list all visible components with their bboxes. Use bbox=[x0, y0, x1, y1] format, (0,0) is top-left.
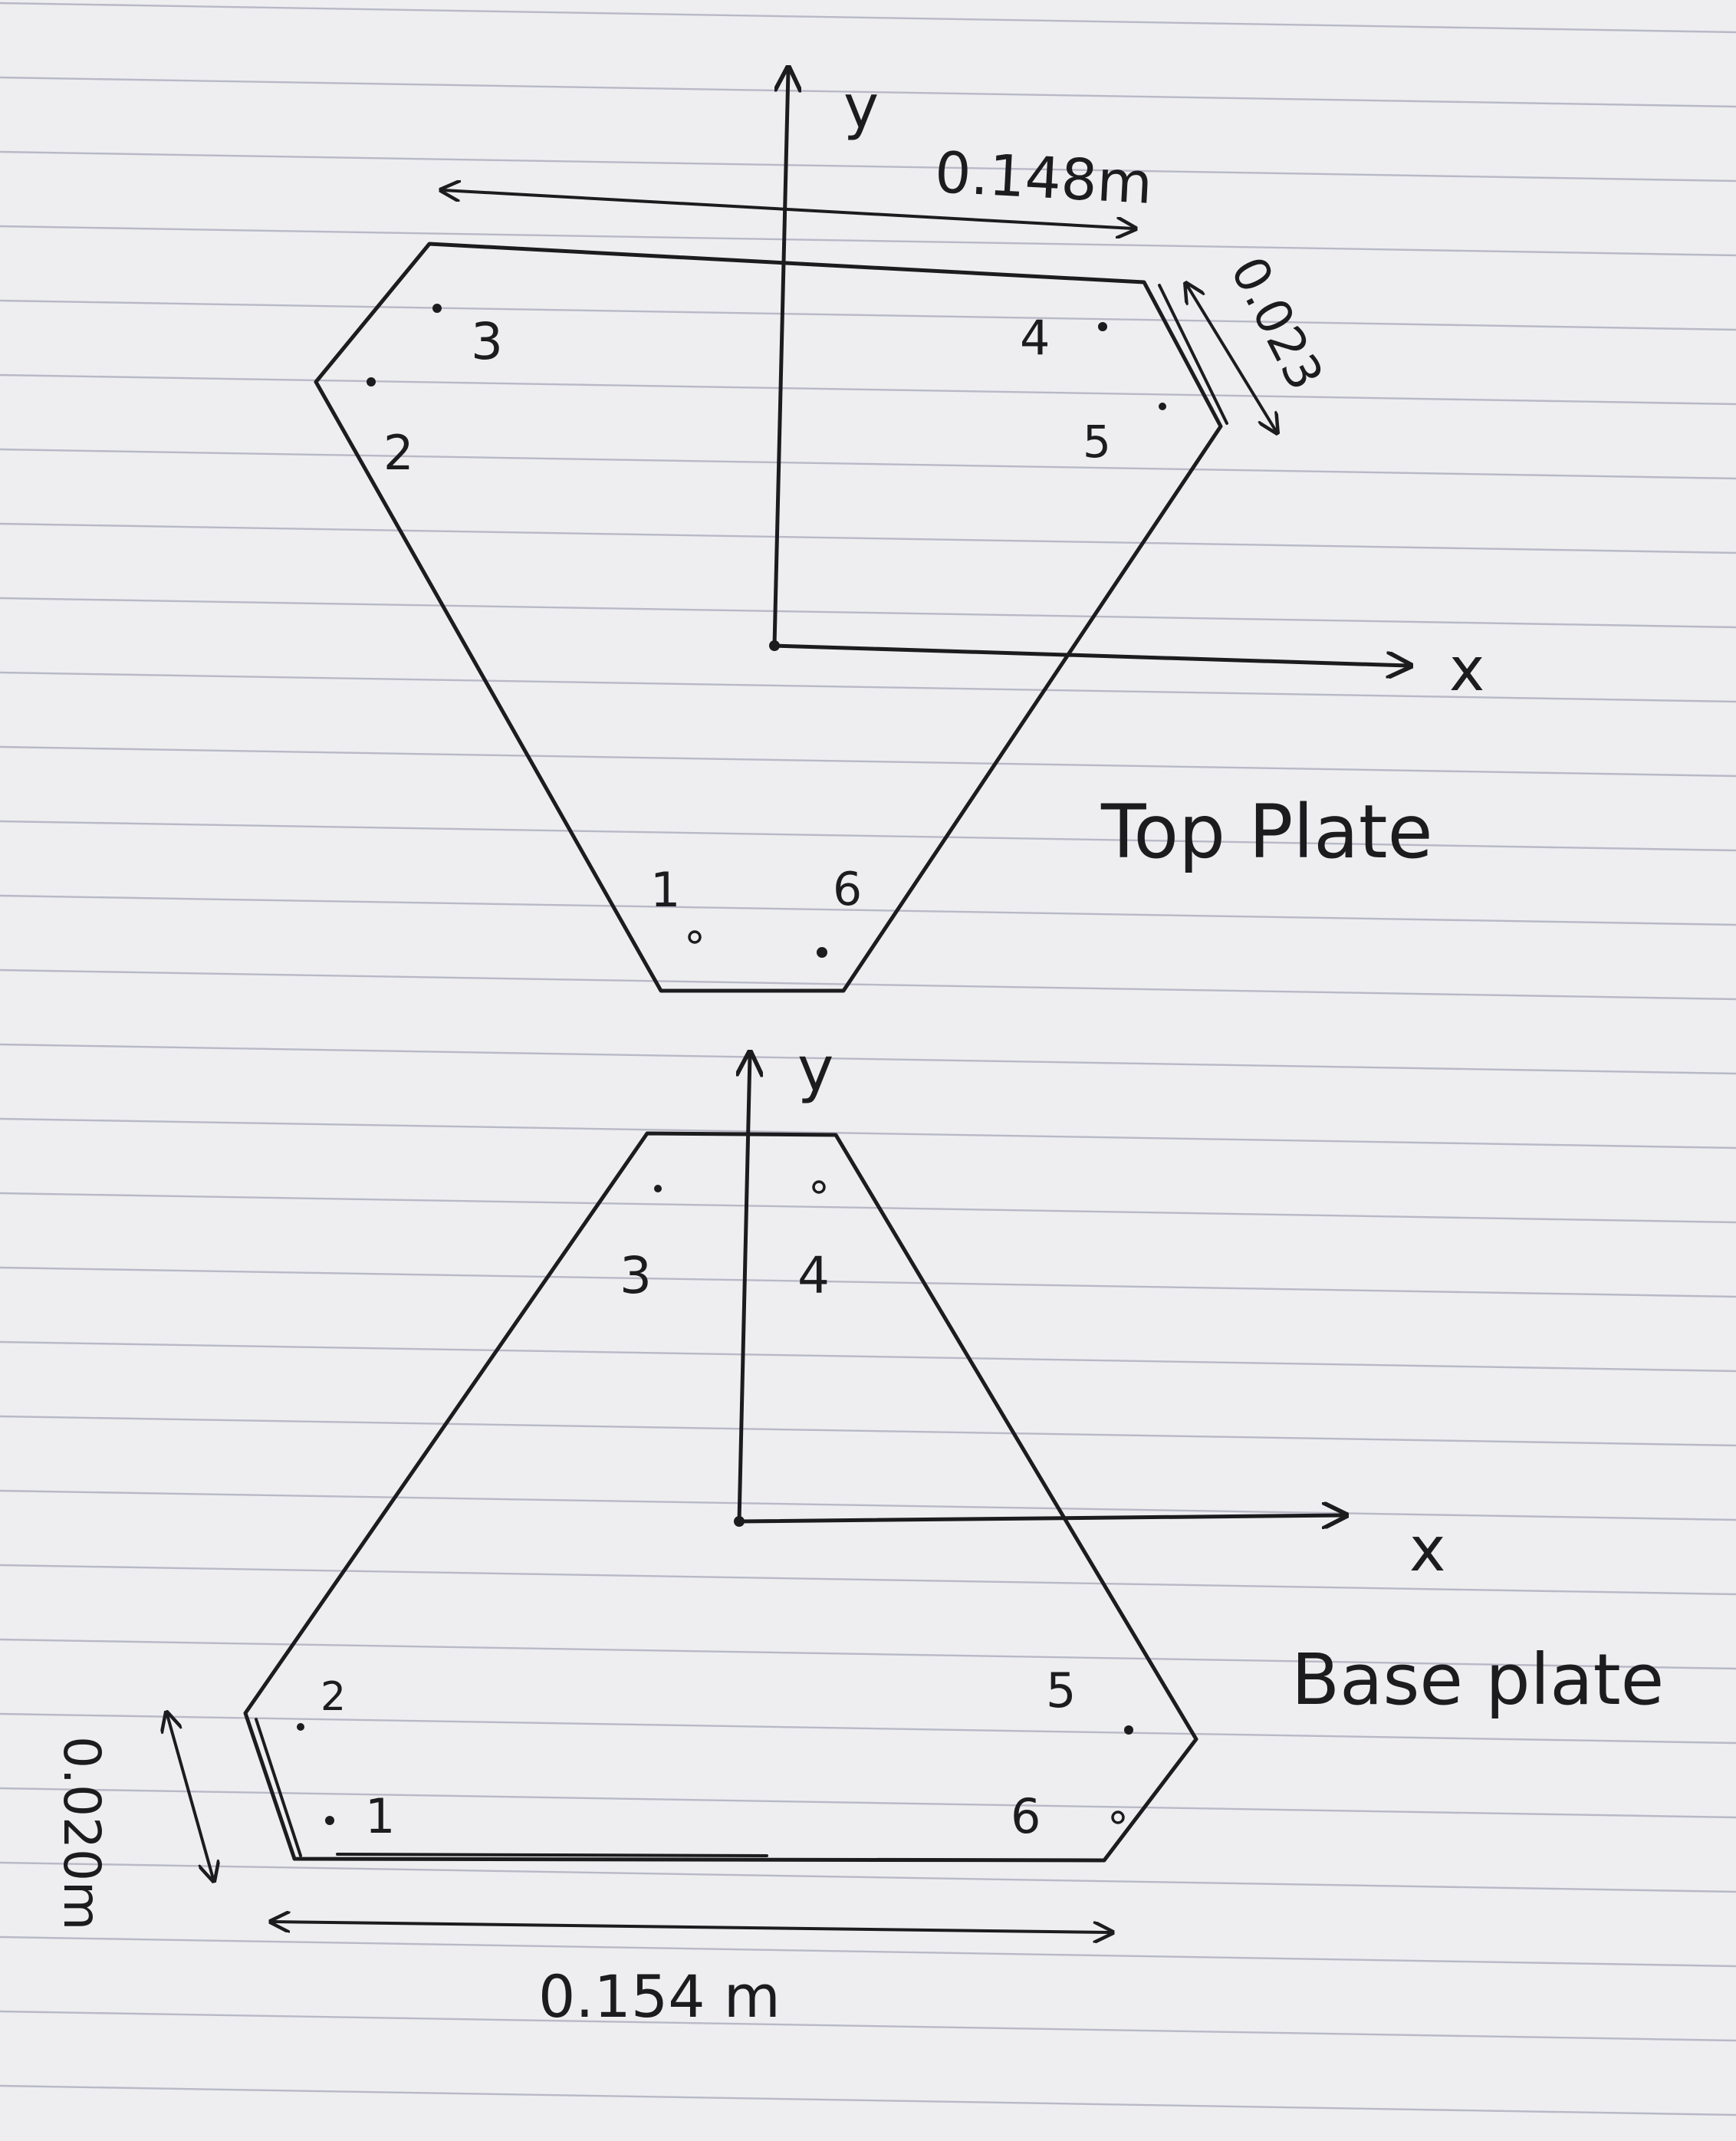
top-hole-2 bbox=[367, 377, 376, 386]
base-x-axis bbox=[737, 1515, 1343, 1521]
base-hole-2 bbox=[297, 1723, 304, 1731]
base-hole-label-6: 6 bbox=[1011, 1788, 1041, 1844]
ruled-line bbox=[0, 1266, 1736, 1298]
top-x-axis-label: x bbox=[1449, 636, 1484, 705]
ruled-line bbox=[0, 1861, 1736, 1893]
base-y-axis bbox=[739, 1055, 750, 1524]
base-hole-5 bbox=[1124, 1725, 1133, 1735]
base-hole-label-4: 4 bbox=[797, 1246, 830, 1305]
base-width-dimension-label: 0.154 m bbox=[538, 1962, 781, 2031]
base-hole-6 bbox=[1111, 1810, 1125, 1824]
base-side-dimension-arrow bbox=[167, 1715, 213, 1879]
base-hole-label-2: 2 bbox=[321, 1674, 346, 1720]
base-plate-title: Base plate bbox=[1291, 1639, 1664, 1721]
ruled-line bbox=[0, 969, 1736, 1001]
base-hole-label-3: 3 bbox=[620, 1246, 652, 1305]
ruled-line bbox=[0, 373, 1736, 406]
base-origin-dot bbox=[734, 1516, 745, 1527]
base-hole-3 bbox=[654, 1185, 662, 1192]
top-side-dimension-label: 0.023 bbox=[1219, 248, 1333, 400]
top-origin-dot bbox=[769, 640, 780, 651]
ruled-line bbox=[0, 597, 1736, 629]
base-hole-label-5: 5 bbox=[1046, 1662, 1076, 1718]
ruled-line bbox=[0, 225, 1736, 257]
top-hole-1 bbox=[688, 930, 702, 944]
base-hole-4 bbox=[812, 1180, 826, 1194]
top-hole-label-4: 4 bbox=[1020, 310, 1050, 366]
ruled-line bbox=[0, 1564, 1736, 1596]
top-hole-3 bbox=[432, 304, 442, 313]
base-side-dimension-label: 0.020m bbox=[52, 1736, 111, 1930]
ruled-line bbox=[0, 2010, 1736, 2042]
ruled-line bbox=[0, 299, 1736, 331]
base-hole-1 bbox=[325, 1816, 334, 1825]
base-plate-side-stroke bbox=[255, 1718, 302, 1857]
ruled-line bbox=[0, 1787, 1736, 1819]
top-hole-6 bbox=[817, 947, 827, 958]
ruled-line bbox=[0, 671, 1736, 703]
ruled-line bbox=[0, 1712, 1736, 1745]
top-plate: y x 0.148m 0.023 1 2 3 4 5 6 Top Plate bbox=[314, 71, 1484, 993]
top-hole-label-1: 1 bbox=[650, 862, 680, 918]
ruled-line bbox=[0, 1043, 1736, 1075]
base-x-axis-label: x bbox=[1409, 1514, 1445, 1585]
top-plate-side-stroke bbox=[1158, 284, 1228, 425]
base-width-dimension-arrow bbox=[273, 1922, 1110, 1932]
ruled-line bbox=[0, 745, 1736, 778]
top-plate-title: Top Plate bbox=[1100, 789, 1433, 875]
top-side-dimension-arrow bbox=[1187, 285, 1276, 431]
ruled-line bbox=[0, 448, 1736, 480]
top-plate-outline bbox=[314, 242, 1223, 993]
base-hole-label-1: 1 bbox=[365, 1788, 395, 1844]
top-hole-5 bbox=[1159, 403, 1166, 410]
top-hole-label-2: 2 bbox=[383, 425, 413, 481]
base-plate: y x 0.154 m 0.020m 1 2 3 4 5 6 Base plat… bbox=[52, 1034, 1664, 2031]
ruled-line bbox=[0, 2084, 1736, 2116]
top-hole-label-3: 3 bbox=[471, 312, 503, 371]
ruled-line bbox=[0, 1638, 1736, 1670]
top-y-axis-label: y bbox=[843, 73, 879, 142]
top-hole-label-5: 5 bbox=[1083, 416, 1111, 468]
ruled-line bbox=[0, 1415, 1736, 1447]
ruled-line bbox=[0, 150, 1736, 183]
ruled-line bbox=[0, 2, 1736, 34]
ruled-line bbox=[0, 76, 1736, 108]
ruled-line bbox=[0, 820, 1736, 852]
ruled-line bbox=[0, 1192, 1736, 1224]
top-width-dimension-arrow bbox=[443, 190, 1133, 229]
top-x-axis bbox=[772, 643, 1408, 666]
ruled-line bbox=[0, 1340, 1736, 1373]
base-plate-outline bbox=[243, 1131, 1198, 1863]
ruled-line bbox=[0, 894, 1736, 926]
ruled-line bbox=[0, 522, 1736, 554]
ruled-line bbox=[0, 1935, 1736, 1968]
top-hole-label-6: 6 bbox=[833, 863, 862, 916]
ruled-line bbox=[0, 1117, 1736, 1149]
base-y-axis-label: y bbox=[797, 1034, 833, 1105]
top-width-dimension-label: 0.148m bbox=[933, 140, 1154, 217]
top-y-axis bbox=[772, 71, 788, 648]
base-bottom-edge-stroke bbox=[336, 1853, 768, 1857]
top-hole-4 bbox=[1098, 322, 1107, 331]
ruled-line bbox=[0, 1489, 1736, 1521]
